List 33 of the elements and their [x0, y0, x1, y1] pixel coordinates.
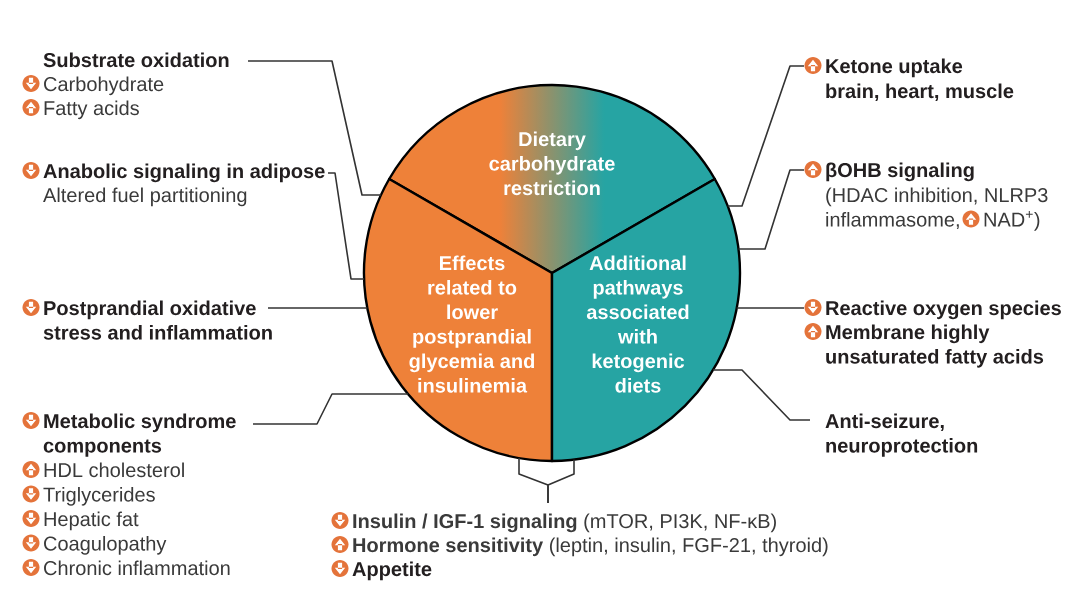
item-text: Altered fuel partitioning	[43, 187, 247, 207]
heading-text: Postprandial oxidative stress and inflammation	[43, 300, 272, 340]
heading-text: βOHB signaling	[826, 162, 974, 182]
heading-text: Anti-seizure, neuroprotection	[825, 413, 978, 457]
leader-line	[252, 393, 409, 425]
heading-text: Anabolic signaling in adipose	[43, 163, 325, 183]
leader-line	[737, 169, 805, 250]
heading-text: Insulin / IGF-1 signaling (mTOR, PI3K, NF-κB)	[353, 513, 776, 533]
item-text: Coagulopathy	[44, 536, 167, 555]
item-text: Chronic inflammation	[44, 560, 230, 576]
item-text: NAD$^{+}$)	[984, 210, 1040, 231]
heading-text: Substrate oxidation	[43, 52, 229, 68]
heading-text: Metabolic syndrome components	[43, 413, 236, 457]
item-text: Triglycerides	[43, 487, 155, 506]
item-text: Appetite	[352, 561, 432, 581]
leader-line	[726, 65, 805, 207]
item-text: Membrane highly unsaturated fatty acids	[826, 324, 1044, 368]
leader-line	[712, 369, 811, 421]
leader-line	[267, 307, 369, 309]
item-text: brain, heart, muscle	[826, 83, 1014, 102]
item-text: Hormone sensitivity (leptin, insulin, FGF-21, thyroid)	[353, 537, 828, 557]
item-text: Fatty acids	[44, 100, 139, 120]
item-text: Carbohydrate	[44, 76, 164, 96]
item-text: Hepatic fat	[44, 511, 139, 531]
leader-line	[735, 307, 805, 309]
item-text: (HDAC inhibition, NLRP3	[826, 187, 1048, 207]
bracket-line	[547, 458, 575, 504]
heading-text: Ketone uptake	[826, 58, 963, 78]
leader-line	[247, 60, 382, 196]
leader-line	[327, 172, 365, 280]
item-text: HDL cholesterol	[44, 462, 184, 478]
heading-text: Reactive oxygen species	[826, 300, 1061, 320]
item-text: inflammasome,	[826, 212, 959, 230]
